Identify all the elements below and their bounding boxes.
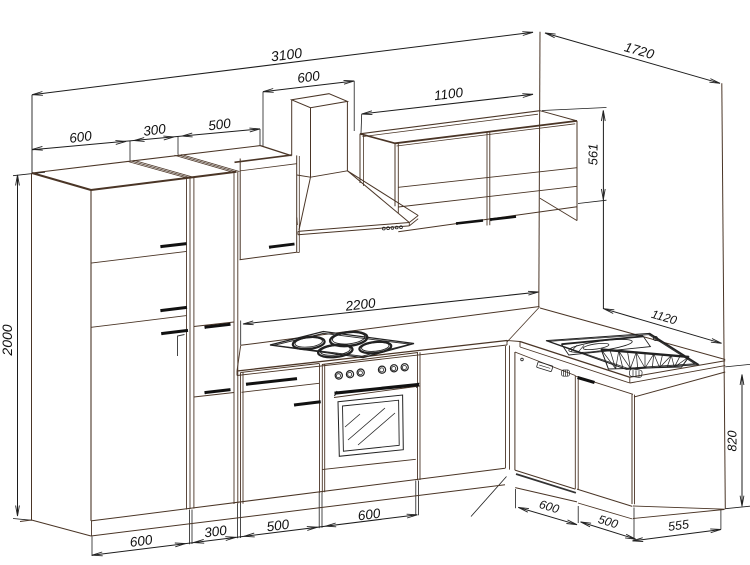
svg-text:3100: 3100 — [270, 45, 303, 65]
svg-text:1100: 1100 — [433, 85, 464, 103]
svg-text:500: 500 — [207, 116, 232, 134]
svg-text:1120: 1120 — [650, 307, 679, 328]
svg-text:555: 555 — [667, 517, 690, 534]
svg-text:600: 600 — [129, 532, 154, 550]
svg-text:561: 561 — [586, 144, 601, 166]
svg-text:600: 600 — [68, 128, 93, 146]
svg-text:2000: 2000 — [0, 324, 15, 356]
svg-text:600: 600 — [296, 68, 321, 86]
svg-text:600: 600 — [538, 497, 561, 516]
svg-text:820: 820 — [726, 431, 740, 452]
svg-text:300: 300 — [203, 523, 228, 541]
svg-text:300: 300 — [142, 121, 167, 139]
svg-text:2200: 2200 — [344, 295, 377, 313]
svg-text:500: 500 — [266, 517, 291, 535]
svg-text:600: 600 — [357, 506, 382, 524]
svg-text:500: 500 — [597, 512, 621, 531]
